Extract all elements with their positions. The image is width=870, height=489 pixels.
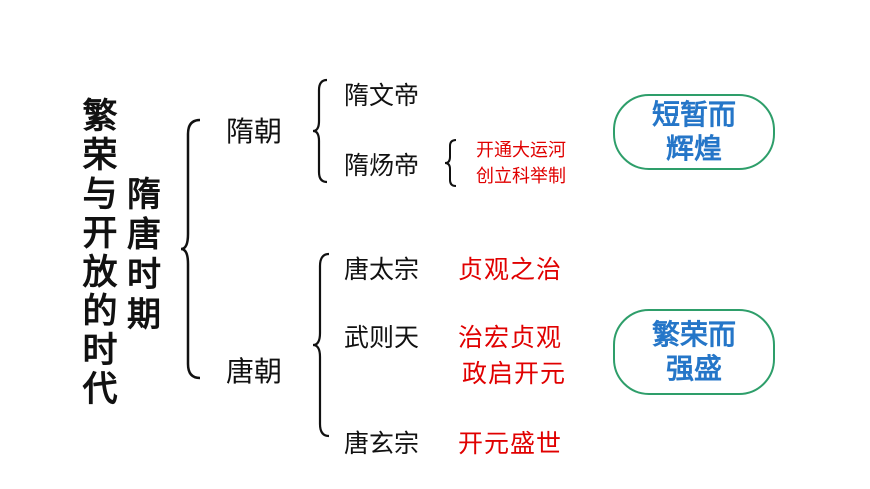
period-title: 隋唐时期 <box>124 178 164 338</box>
sui-brace <box>312 78 328 184</box>
yangdi-brace <box>444 139 457 187</box>
title-char: 开 <box>82 214 118 254</box>
tang-badge-line2: 强盛 <box>665 352 722 385</box>
main-title: 繁荣与开放的时代 <box>80 100 120 412</box>
sui-badge-line1: 短暂而 <box>651 98 736 132</box>
tang-brace <box>312 252 330 438</box>
title-char: 时 <box>127 255 161 295</box>
achievement-wu-2: 政启开元 <box>462 359 567 388</box>
emperor-sui-wendi: 隋文帝 <box>344 81 420 110</box>
title-char: 与 <box>82 175 118 215</box>
tang-summary-badge: 繁荣而 强盛 <box>613 309 775 395</box>
title-char: 放 <box>82 253 118 293</box>
title-char: 时 <box>82 331 118 371</box>
title-char: 隋 <box>127 175 161 215</box>
achievement-kaiyuan: 开元盛世 <box>458 429 563 458</box>
achievement-zhenguan: 贞观之治 <box>458 255 563 284</box>
title-char: 唐 <box>127 215 161 255</box>
sui-dynasty-label: 隋朝 <box>226 115 283 148</box>
sui-summary-badge: 短暂而 辉煌 <box>613 94 775 170</box>
emperor-tang-taizong: 唐太宗 <box>344 255 420 284</box>
title-char: 的 <box>82 292 118 332</box>
tang-dynasty-label: 唐朝 <box>226 355 283 388</box>
tang-badge-line1: 繁荣而 <box>651 318 736 352</box>
title-char: 期 <box>127 295 161 335</box>
period-brace <box>180 118 201 380</box>
emperor-tang-xuanzong: 唐玄宗 <box>344 429 420 458</box>
emperor-wu-zetian: 武则天 <box>344 323 420 352</box>
achievement-imperial-exam: 创立科举制 <box>476 166 566 187</box>
emperor-sui-yangdi: 隋炀帝 <box>344 151 420 180</box>
title-char: 代 <box>82 370 118 410</box>
sui-badge-line2: 辉煌 <box>665 132 722 165</box>
achievement-wu-1: 治宏贞观 <box>458 323 563 352</box>
title-char: 繁 <box>82 97 118 137</box>
achievement-grand-canal: 开通大运河 <box>476 140 566 161</box>
title-char: 荣 <box>82 136 118 176</box>
